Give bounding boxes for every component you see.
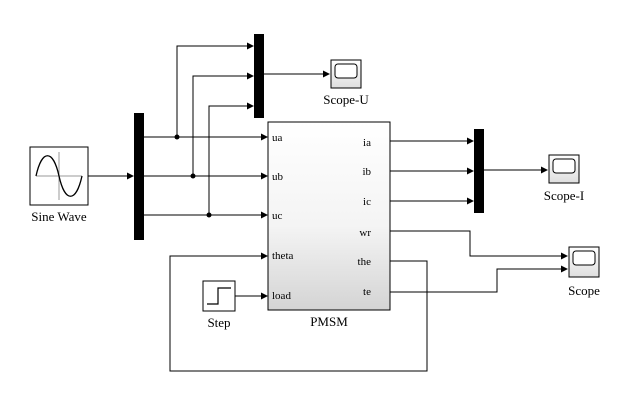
step-icon (207, 287, 231, 305)
sine-wave-block[interactable] (29, 146, 89, 206)
scope-u-label: Scope-U (323, 92, 369, 107)
scope-label: Scope (568, 283, 600, 298)
wire-uc-branch[interactable] (208, 102, 254, 215)
branch-dot (174, 134, 180, 140)
scope-screen-icon (572, 250, 596, 266)
wire-ua-branch[interactable] (176, 42, 254, 137)
pmsm-port-wr: wr (359, 227, 371, 239)
wire-theta-feedback[interactable] (169, 252, 428, 372)
wire-ub-branch[interactable] (192, 72, 254, 176)
pmsm-label: PMSM (310, 314, 348, 329)
step-block[interactable] (202, 280, 236, 312)
pmsm-port-the: the (358, 256, 372, 268)
sine-wave-label: Sine Wave (31, 209, 87, 224)
pmsm-port-te: te (363, 286, 371, 298)
scope-screen-icon (334, 63, 358, 79)
branch-dot (206, 212, 212, 218)
pmsm-port-load: load (272, 290, 291, 302)
branch-dot (190, 173, 196, 179)
mux-bar-voltage[interactable] (254, 34, 264, 118)
demux-bar[interactable] (134, 113, 144, 240)
sine-wave-icon (35, 155, 83, 197)
pmsm-port-ib: ib (362, 166, 371, 178)
scope-screen-icon (552, 158, 576, 174)
pmsm-port-theta: theta (272, 250, 293, 262)
step-label: Step (207, 315, 230, 330)
wire-te[interactable] (390, 265, 568, 293)
pmsm-port-ic: ic (363, 196, 371, 208)
scope-u-block[interactable] (330, 59, 362, 89)
pmsm-port-ia: ia (363, 137, 371, 149)
pmsm-port-uc: uc (272, 210, 283, 222)
pmsm-port-ub: ub (272, 171, 284, 183)
pmsm-port-ua: ua (272, 132, 283, 144)
scope-i-block[interactable] (548, 154, 580, 184)
wire-wr[interactable] (390, 230, 568, 260)
scope-block[interactable] (568, 246, 600, 278)
pmsm-block[interactable] (267, 121, 391, 311)
mux-bar-current[interactable] (474, 129, 484, 213)
scope-i-label: Scope-I (544, 188, 584, 203)
